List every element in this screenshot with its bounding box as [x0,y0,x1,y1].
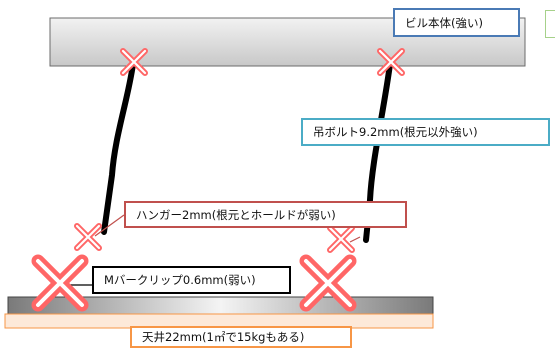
left-hanging-bolt [101,61,136,235]
cross-mark-icon [330,228,352,250]
edge-box [545,10,555,38]
hanger-label: ハンガー2mm(根元とホールドが弱い) [124,201,407,228]
bolt-label: 吊ボルト9.2mm(根元以外強い) [301,118,550,146]
cross-mark-icon [77,226,99,248]
hanger-pointer-right [349,236,361,243]
building-label: ビル本体(強い) [393,8,520,37]
clip-label: Mバークリップ0.6mm(弱い) [92,266,291,294]
hanger-pointer-left [94,214,125,237]
ceiling-label: 天井22mm(1㎡で15kgもある) [130,326,352,348]
